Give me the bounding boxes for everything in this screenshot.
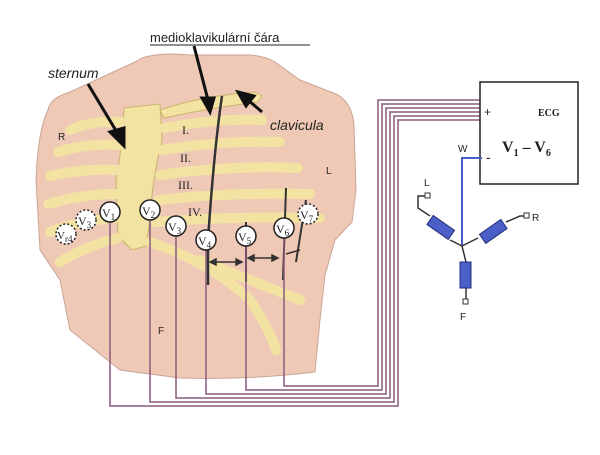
rib-label-3: III. [178, 178, 193, 192]
resistor-f [459, 261, 472, 289]
wilson-terminal: W L R F [417, 144, 539, 323]
resistor-r [478, 218, 508, 245]
sternum-label: sternum [48, 65, 99, 81]
spacing-arrows [208, 249, 301, 267]
svg-text:V6: V6 [276, 222, 290, 238]
svg-text:V5: V5 [238, 230, 252, 246]
electrode-v4r: Vr4 [55, 223, 77, 245]
resistor-l [426, 214, 456, 241]
electrode-v4: V4 [195, 229, 217, 251]
ecg-minus: - [486, 149, 491, 165]
ecg-title: ECG [538, 108, 560, 119]
wire-v1 [109, 119, 480, 407]
ecg-plus: + [484, 105, 491, 119]
right-side-label: R [58, 132, 65, 143]
electrodes: V1 V2 V3 V4 V5 V6 V7 V3 [55, 199, 319, 251]
electrode-v2: V2 [139, 199, 161, 221]
rib-label-4: IV. [188, 205, 202, 219]
wire-v6 [283, 99, 480, 387]
ecg-device: + - ECG V1 – V6 [479, 81, 579, 185]
electrode-v5: V5 [235, 225, 257, 247]
wire-v2 [149, 115, 480, 403]
wire-v5 [245, 103, 480, 391]
wilson-f-label: F [460, 312, 466, 323]
left-side-label: L [326, 166, 332, 177]
wire-v4 [205, 107, 480, 395]
electrode-v7: V7 [297, 203, 319, 225]
electrode-v3: V3 [165, 215, 187, 237]
svg-text:V2: V2 [142, 204, 155, 220]
electrode-v1: V1 [99, 201, 121, 223]
rib-label-2: II. [180, 151, 191, 165]
svg-text:V3: V3 [168, 220, 182, 236]
wire-v3 [175, 111, 480, 399]
svg-text:V1: V1 [102, 206, 115, 222]
svg-text:V4: V4 [198, 234, 212, 250]
electrode-v6: V6 [273, 217, 295, 239]
foot-label: F [158, 326, 164, 337]
clavicula-label: clavicula [270, 117, 324, 133]
ecg-lead-range: V1 – V6 [502, 139, 551, 159]
pointer-arrows [86, 45, 263, 150]
svg-text:V3: V3 [78, 214, 92, 230]
rib-label-1: I. [182, 123, 189, 137]
midclavicular-label: medioklavikulární čára [150, 30, 280, 45]
wilson-r-label: R [532, 213, 539, 224]
wilson-l-label: L [424, 178, 430, 189]
electrode-v3r: V3 [75, 209, 97, 231]
wilson-w-label: W [458, 144, 468, 155]
svg-text:V7: V7 [300, 208, 314, 224]
electrode-wires [109, 99, 480, 407]
svg-text:Vr4: Vr4 [57, 230, 73, 244]
